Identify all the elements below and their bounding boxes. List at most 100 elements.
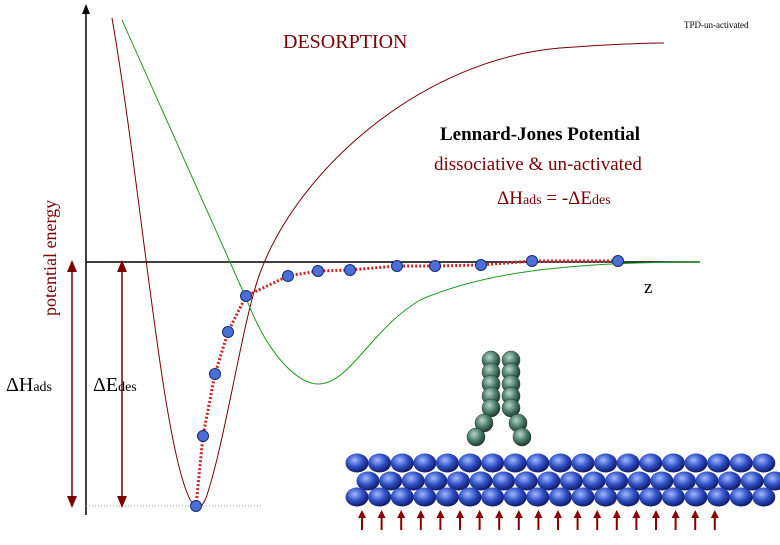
surface-atom bbox=[515, 472, 538, 491]
surface-atom bbox=[639, 454, 662, 473]
surface-lattice bbox=[346, 454, 780, 507]
x-axis-label: z bbox=[644, 277, 652, 299]
surface-atom bbox=[572, 488, 595, 507]
surface-atom bbox=[379, 472, 402, 491]
adsorbate-atom bbox=[467, 428, 485, 446]
path-marker bbox=[476, 260, 487, 271]
surface-atom bbox=[402, 472, 425, 491]
surface-atom bbox=[413, 488, 436, 507]
heat-arrow-head bbox=[456, 510, 464, 518]
surface-atom bbox=[594, 454, 617, 473]
surface-atom bbox=[391, 488, 414, 507]
surface-atom bbox=[718, 472, 741, 491]
path-marker bbox=[430, 261, 441, 272]
surface-atom bbox=[730, 454, 753, 473]
surface-atom bbox=[730, 488, 753, 507]
surface-atom bbox=[662, 454, 685, 473]
path-marker bbox=[241, 291, 252, 302]
surface-atom bbox=[424, 472, 447, 491]
path-marker bbox=[527, 256, 538, 267]
surface-atom bbox=[368, 454, 391, 473]
heat-arrow-head bbox=[495, 510, 503, 518]
path-marker bbox=[392, 261, 403, 272]
surface-atom bbox=[504, 454, 527, 473]
surface-atom bbox=[594, 488, 617, 507]
delta-h-sub: ads bbox=[33, 380, 52, 395]
surface-atom bbox=[413, 454, 436, 473]
surface-atom bbox=[436, 454, 459, 473]
delta-h-label: ΔHads bbox=[6, 374, 52, 397]
surface-atom bbox=[549, 454, 572, 473]
path-marker bbox=[345, 265, 356, 276]
corner-tag: TPD-un-activated bbox=[684, 20, 748, 30]
surface-atom bbox=[639, 488, 662, 507]
surface-atom bbox=[526, 454, 549, 473]
diagram-title: DESORPTION bbox=[283, 31, 407, 54]
adsorbate-molecule bbox=[467, 351, 531, 446]
surface-atom bbox=[650, 472, 673, 491]
surface-atom bbox=[685, 454, 708, 473]
surface-atom bbox=[436, 488, 459, 507]
eq-h-sub: ads bbox=[523, 193, 542, 208]
heat-arrow-head bbox=[672, 510, 680, 518]
surface-atom bbox=[572, 454, 595, 473]
surface-atom bbox=[481, 454, 504, 473]
path-marker bbox=[198, 431, 209, 442]
heat-arrow-head bbox=[711, 510, 719, 518]
delta-symbol: Δ bbox=[93, 374, 106, 396]
surface-atom bbox=[459, 488, 482, 507]
surface-atom bbox=[526, 488, 549, 507]
heat-arrow-head bbox=[554, 510, 562, 518]
surface-atom bbox=[357, 472, 380, 491]
legend-heading: Lennard-Jones Potential bbox=[440, 124, 640, 146]
surface-atom bbox=[504, 488, 527, 507]
surface-atom bbox=[481, 488, 504, 507]
y-axis-label: potential energy bbox=[40, 200, 61, 316]
surface-atom bbox=[752, 454, 775, 473]
surface-atom bbox=[617, 488, 640, 507]
path-marker bbox=[313, 266, 324, 277]
delta-e-label: ΔEdes bbox=[93, 374, 137, 397]
surface-atom bbox=[617, 454, 640, 473]
path-marker bbox=[223, 327, 234, 338]
delta-h-arrow bbox=[67, 260, 77, 508]
heat-arrow-head bbox=[476, 510, 484, 518]
legend-subheading: dissociative & un-activated bbox=[434, 154, 642, 176]
eq-e: E bbox=[580, 188, 592, 209]
heat-arrows bbox=[358, 510, 719, 530]
path-marker bbox=[613, 256, 624, 267]
delta-symbol: Δ bbox=[568, 188, 580, 209]
y-axis-arrowhead bbox=[82, 4, 90, 14]
surface-atom bbox=[391, 454, 414, 473]
heat-arrow-head bbox=[652, 510, 660, 518]
heat-arrow-head bbox=[378, 510, 386, 518]
delta-e-text: E bbox=[106, 374, 118, 396]
heat-arrow-head bbox=[691, 510, 699, 518]
heat-arrow-head bbox=[358, 510, 366, 518]
heat-arrow-head bbox=[417, 510, 425, 518]
surface-atom bbox=[628, 472, 651, 491]
surface-atom bbox=[459, 454, 482, 473]
delta-symbol: Δ bbox=[497, 188, 509, 209]
eq-mid: = - bbox=[542, 188, 569, 209]
surface-atom bbox=[537, 472, 560, 491]
heat-arrow-head bbox=[593, 510, 601, 518]
surface-atom bbox=[685, 488, 708, 507]
delta-e-sub: des bbox=[118, 380, 137, 395]
surface-atom bbox=[447, 472, 470, 491]
surface-atom bbox=[673, 472, 696, 491]
eq-e-sub: des bbox=[592, 193, 611, 208]
legend-equation: ΔHads = -ΔEdes bbox=[497, 188, 611, 210]
surface-atom bbox=[662, 488, 685, 507]
surface-atom bbox=[605, 472, 628, 491]
surface-atom bbox=[707, 488, 730, 507]
heat-arrow-head bbox=[397, 510, 405, 518]
surface-atom bbox=[560, 472, 583, 491]
surface-atom bbox=[492, 472, 515, 491]
eq-h: H bbox=[509, 188, 523, 209]
adsorbate-atom bbox=[513, 428, 531, 446]
surface-atom bbox=[707, 454, 730, 473]
surface-atom bbox=[549, 488, 572, 507]
